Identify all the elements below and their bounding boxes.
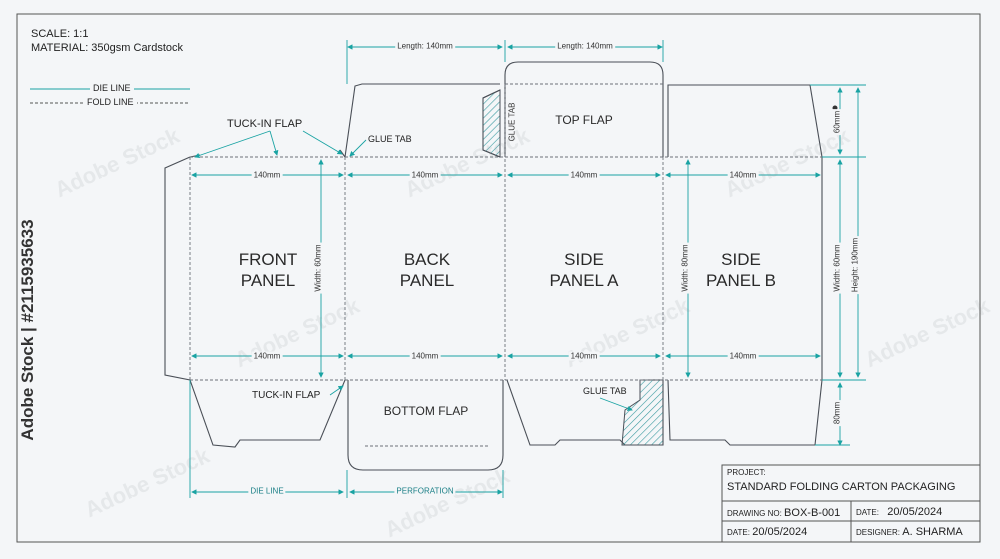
dim-width-side-b: Width: 60mm: [832, 242, 842, 294]
tb-project-value: STANDARD FOLDING CARTON PACKAGING: [727, 481, 956, 493]
dim-width-side-a: Width: 80mm: [680, 242, 690, 294]
panel-front-label: FRONT PANEL: [238, 250, 298, 290]
legend-die-line-label: DIE LINE: [90, 83, 134, 93]
fold-lines: [189, 83, 822, 447]
dim-side-b-top: 140mm: [727, 170, 759, 180]
tb-date-2-value: 20/05/2024: [752, 526, 808, 538]
tb-date-1: DATE: 20/05/2024: [856, 506, 942, 518]
sheet-border: [16, 13, 981, 543]
dim-back-top: 140mm: [409, 170, 441, 180]
callout-tuck-in-bottom: TUCK-IN FLAP: [252, 390, 321, 401]
dim-length-back: Length: 140mm: [395, 41, 455, 51]
callout-tuck-in-top: TUCK-IN FLAP: [227, 118, 303, 130]
title-block-frame: [721, 464, 981, 543]
dim-top-flap-depth: 60mm: [832, 108, 842, 136]
watermark-side-text: Adobe Stock | #2115935633: [18, 219, 38, 441]
dim-die-line-bottom: DIE LINE: [248, 486, 286, 496]
tb-designer-value: A. SHARMA: [902, 526, 963, 538]
dim-back-bottom: 140mm: [409, 351, 441, 361]
dim-side-a-top: 140mm: [568, 170, 600, 180]
tb-date-1-value: 20/05/2024: [887, 506, 943, 518]
tb-date-2-label: DATE:: [727, 528, 750, 537]
glue-tab-bottom-hatch: [621, 379, 664, 446]
tb-project-label: PROJECT:: [727, 468, 766, 477]
callout-glue-tab-bottom: GLUE TAB: [583, 386, 627, 396]
tb-designer: DESIGNER: A. SHARMA: [856, 526, 963, 538]
material-text: MATERIAL: 350gsm Cardstock: [31, 42, 184, 54]
dim-side-a-bottom: 140mm: [568, 351, 600, 361]
tb-drawing-no: DRAWING NO: BOX-B-001: [727, 507, 840, 519]
dim-perforation-bottom: PERFORATION: [394, 486, 456, 496]
tb-date-1-label: DATE:: [856, 508, 879, 517]
dim-side-b-bottom: 140mm: [727, 351, 759, 361]
dim-height-total: Height: 190mm: [850, 235, 860, 295]
glue-tab-vertical-label: GLUE TAB: [507, 102, 517, 142]
top-flap-label: TOP FLAP: [555, 113, 613, 127]
dim-width-front: Width: 60mm: [313, 242, 323, 294]
tb-drawing-no-label: DRAWING NO:: [727, 509, 782, 518]
panel-side-a-label: SIDE PANEL A: [549, 250, 619, 290]
dim-front-bottom: 140mm: [251, 351, 283, 361]
tb-designer-label: DESIGNER:: [856, 528, 901, 537]
tb-date-2: DATE: 20/05/2024: [727, 526, 807, 538]
glue-tab-top-hatch: [482, 89, 501, 158]
dim-bottom-flap-depth: 80mm: [832, 399, 842, 427]
callout-glue-tab-top: GLUE TAB: [368, 134, 412, 144]
legend-fold-line-label: FOLD LINE: [84, 97, 137, 107]
dim-length-side-a: Length: 140mm: [555, 41, 615, 51]
bottom-flap-label: BOTTOM FLAP: [383, 404, 469, 418]
tb-drawing-no-value: BOX-B-001: [784, 507, 841, 519]
scale-text: SCALE: 1:1: [31, 28, 89, 40]
dim-front-top: 140mm: [251, 170, 283, 180]
panel-side-b-label: SIDE PANEL B: [706, 250, 776, 290]
panel-back-label: BACK PANEL: [399, 250, 455, 290]
